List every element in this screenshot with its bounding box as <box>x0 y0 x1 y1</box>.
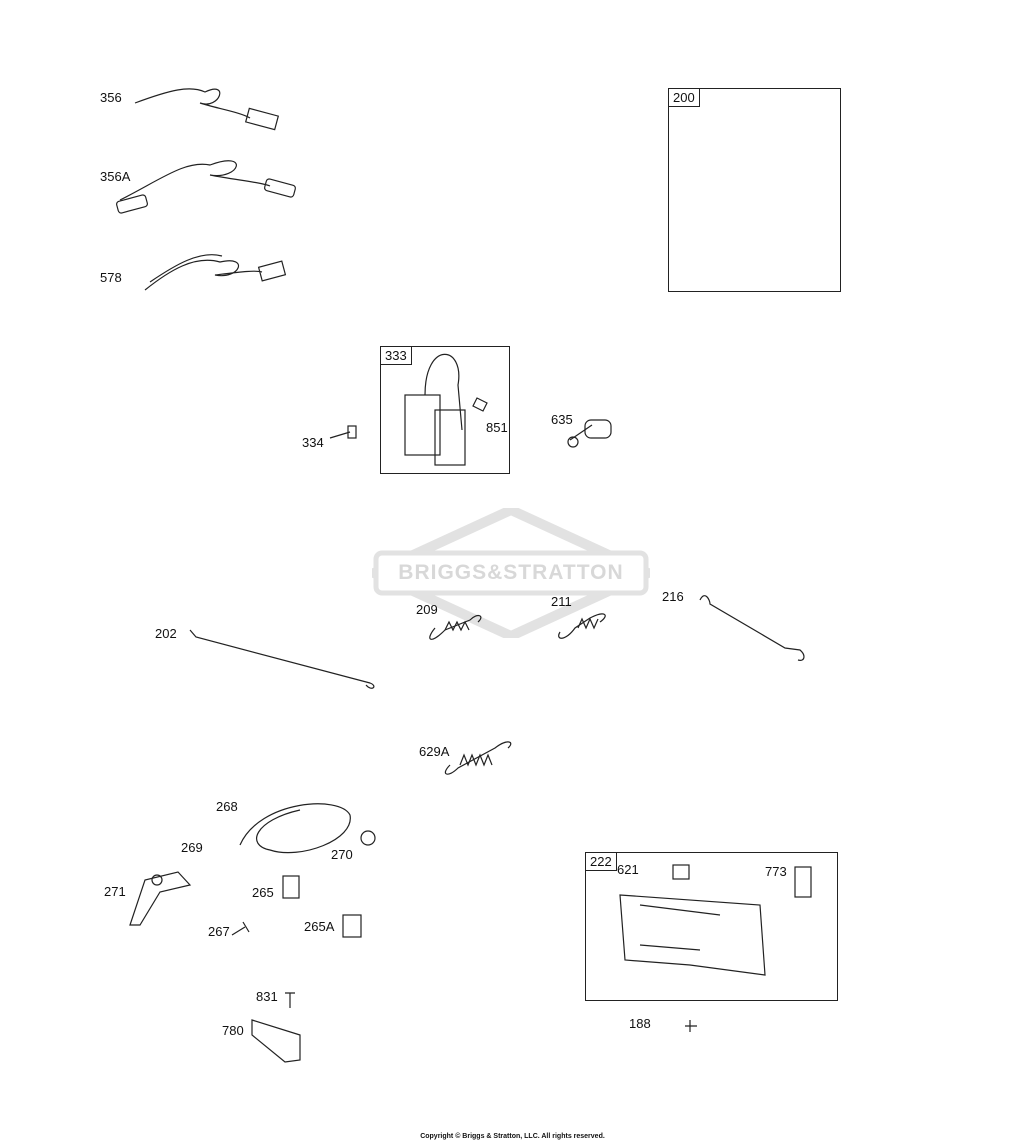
part-label: 202 <box>155 626 177 641</box>
bracket-271 <box>129 871 192 926</box>
part-label: 268 <box>216 799 238 814</box>
part-label: 267 <box>208 924 230 939</box>
part-label: 578 <box>100 270 122 285</box>
spring-629A <box>444 741 512 775</box>
watermark-text: BRIGGS&STRATTON <box>398 561 624 584</box>
spring-211 <box>558 613 606 639</box>
part-label: 851 <box>486 420 508 435</box>
copyright-notice: Copyright © Briggs & Stratton, LLC. All … <box>420 1133 605 1140</box>
screw-831 <box>285 992 295 1008</box>
part-label: 831 <box>256 989 278 1004</box>
cable-268 <box>239 803 376 854</box>
callout-box-333: 333 <box>380 346 510 474</box>
part-label: 188 <box>629 1016 651 1031</box>
wire-harness-356 <box>134 88 280 131</box>
part-label: 209 <box>416 602 438 617</box>
clip-265 <box>282 875 300 899</box>
spark-plug-boot-635 <box>567 419 612 448</box>
wire-harness-356A <box>116 160 296 214</box>
part-label: 271 <box>104 884 126 899</box>
briggs-stratton-watermark-logo: BRIGGS&STRATTON <box>362 504 660 642</box>
screw-188 <box>685 1020 697 1032</box>
part-label: 265 <box>252 885 274 900</box>
callout-box-200: 200 <box>668 88 841 292</box>
box-label: 200 <box>669 89 700 107</box>
part-label: 270 <box>331 847 353 862</box>
wire-harness-578 <box>144 254 287 291</box>
part-label: 216 <box>662 589 684 604</box>
box-label: 333 <box>381 347 412 365</box>
part-label: 773 <box>765 864 787 879</box>
part-label: 269 <box>181 840 203 855</box>
armature-333 <box>404 353 488 466</box>
box-label: 222 <box>586 853 617 871</box>
part-label: 621 <box>617 862 639 877</box>
screw-267 <box>231 921 250 936</box>
part-label: 629A <box>419 744 450 759</box>
part-label: 356A <box>100 169 131 184</box>
callout-box-222: 222 <box>585 852 838 1001</box>
clip-265A <box>342 914 362 938</box>
link-202 <box>189 629 375 689</box>
link-216 <box>699 595 805 661</box>
part-label: 265A <box>304 919 335 934</box>
control-bracket-222 <box>619 864 812 976</box>
spring-209 <box>429 614 482 640</box>
part-label: 211 <box>551 594 572 609</box>
part-label: 334 <box>302 435 324 450</box>
part-label: 356 <box>100 90 122 105</box>
part-label: 635 <box>551 412 573 427</box>
bracket-780 <box>251 1019 301 1063</box>
screw-334 <box>329 425 357 439</box>
part-label: 780 <box>222 1023 244 1038</box>
